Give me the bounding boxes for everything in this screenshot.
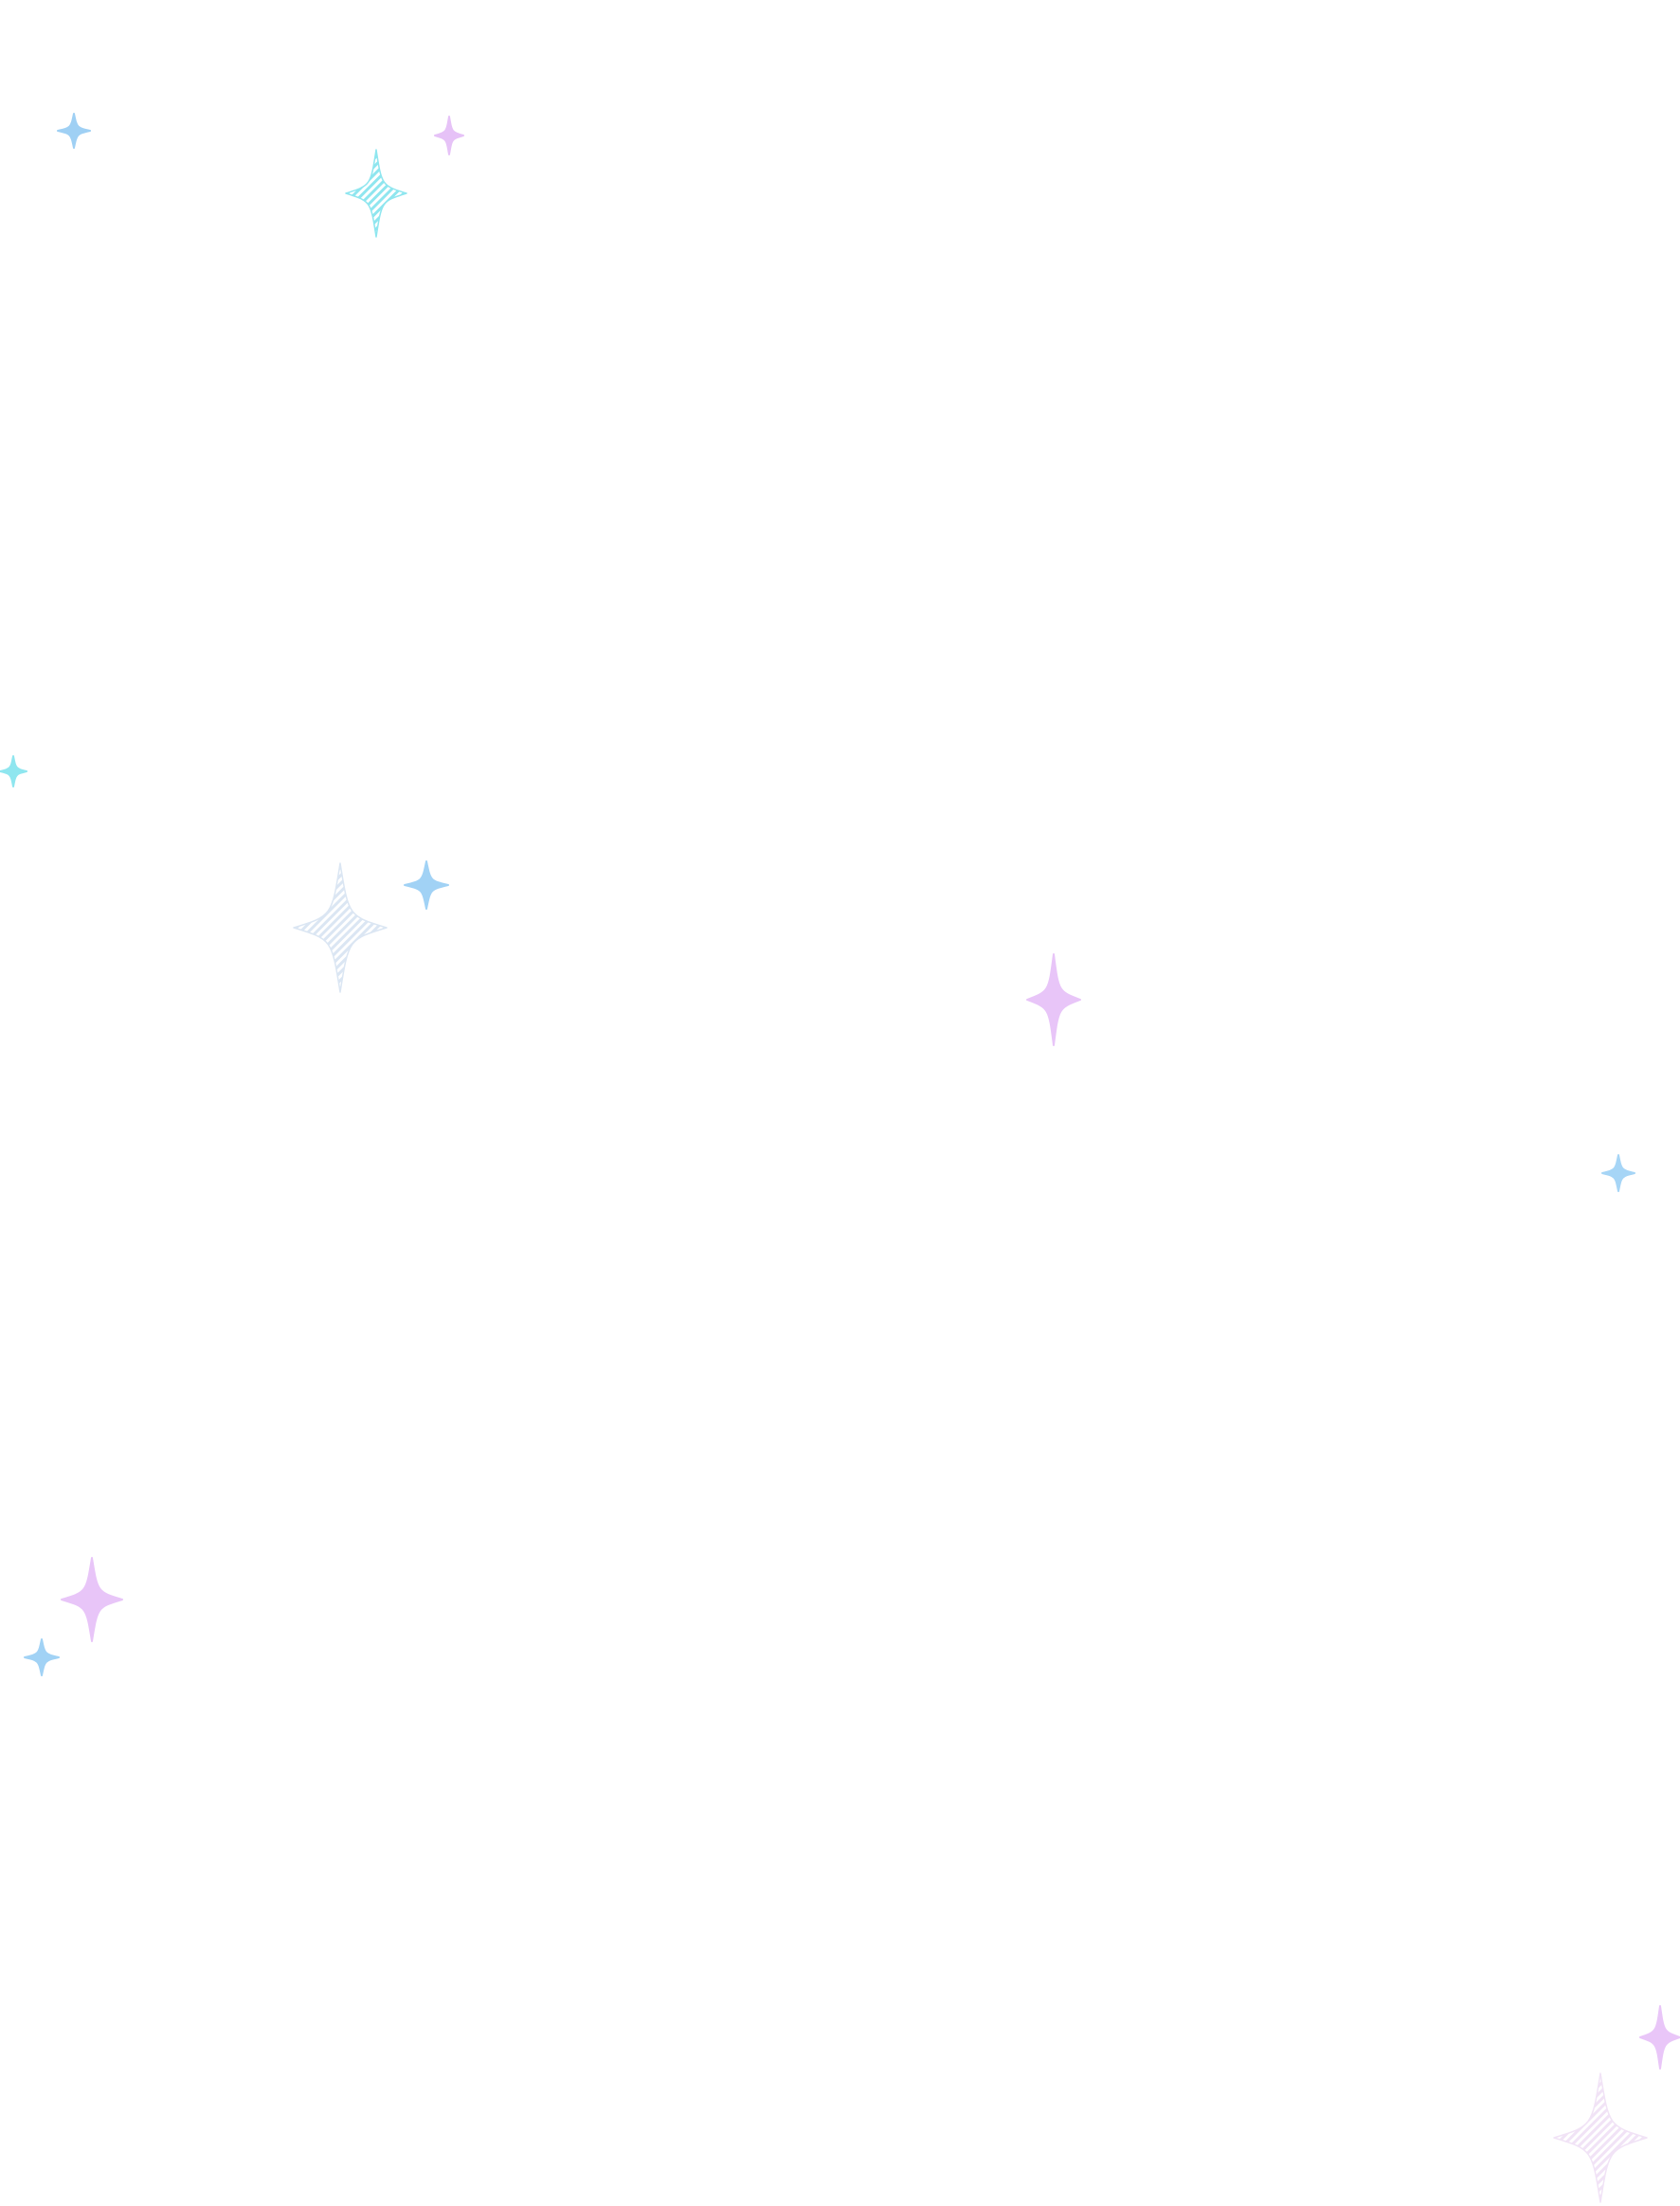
sparkle-layer	[0, 113, 1680, 2203]
sparkle-icon	[1553, 2072, 1648, 2203]
sparkle-icon	[1601, 1154, 1635, 1192]
sparkle-icon	[61, 1557, 123, 1642]
sparkle-icon	[404, 860, 449, 910]
sparkle-icon	[57, 113, 91, 149]
sparkle-icon	[345, 149, 407, 238]
sparkle-icon	[1026, 953, 1081, 1046]
sparkle-icon	[0, 755, 27, 787]
sparkle-icon	[24, 1638, 60, 1676]
sparkle-icon	[1639, 2005, 1680, 2070]
sparkle-icon	[434, 116, 464, 155]
sparkle-icon	[293, 862, 388, 993]
